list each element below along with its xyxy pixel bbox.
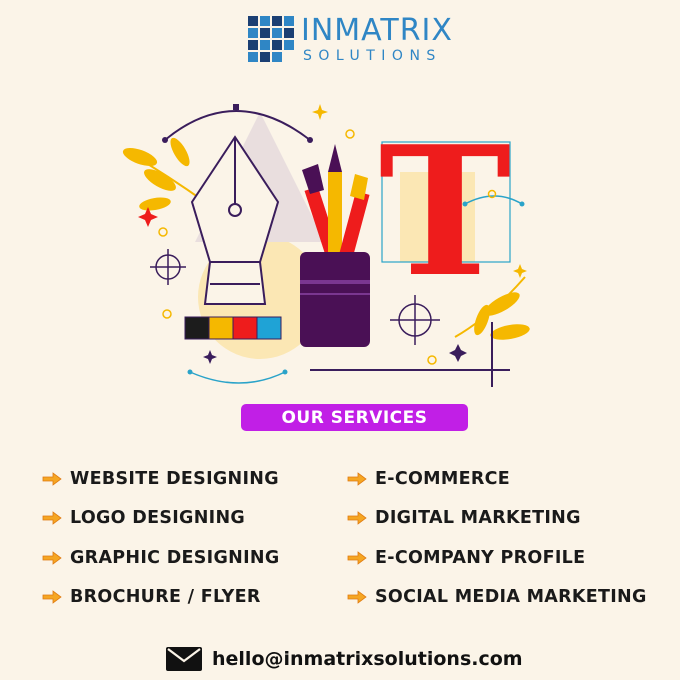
arrow-right-icon: [42, 550, 62, 565]
frame-rect-shape: [381, 141, 511, 263]
arrow-right-icon: [347, 511, 367, 526]
sparkle-icon: [138, 207, 158, 227]
service-item: E-COMPANY PROFILE: [347, 538, 647, 578]
pen-nib-icon: [190, 135, 280, 305]
brand-logo: INMATRIX SOLUTIONS: [248, 14, 458, 64]
service-label: E-COMMERCE: [375, 468, 510, 489]
service-label: BROCHURE / FLYER: [70, 587, 261, 608]
envelope-icon: [166, 647, 202, 671]
design-tools-illustration: T: [122, 104, 530, 387]
arrow-right-icon: [347, 471, 367, 486]
service-item: WEBSITE DESIGNING: [42, 459, 280, 499]
color-swatches: [184, 316, 282, 340]
arrow-right-icon: [42, 471, 62, 486]
bezier-curve-shape: [164, 110, 311, 141]
service-item: SOCIAL MEDIA MARKETING: [347, 578, 647, 618]
brand-tagline: SOLUTIONS: [303, 48, 442, 64]
arrow-right-icon: [347, 590, 367, 605]
service-label: WEBSITE DESIGNING: [70, 468, 279, 489]
crosshair-left-icon: [150, 249, 186, 285]
service-item: GRAPHIC DESIGNING: [42, 538, 280, 578]
letter-t-shape: T: [379, 107, 511, 316]
services-right-list: E-COMMERCE DIGITAL MARKETING E-COMPANY P…: [347, 459, 647, 617]
service-label: LOGO DESIGNING: [70, 508, 246, 529]
logo-grid-icon: [248, 16, 294, 62]
leaf-right-icon: [454, 276, 530, 340]
bg-square-shape: [400, 172, 475, 262]
service-label: E-COMPANY PROFILE: [375, 547, 586, 568]
service-item: BROCHURE / FLYER: [42, 578, 280, 618]
services-heading: OUR SERVICES: [241, 404, 468, 431]
service-label: DIGITAL MARKETING: [375, 508, 581, 529]
service-label: SOCIAL MEDIA MARKETING: [375, 587, 647, 608]
service-item: LOGO DESIGNING: [42, 499, 280, 539]
arrow-right-icon: [42, 511, 62, 526]
contact-email[interactable]: hello@inmatrixsolutions.com: [166, 644, 523, 674]
service-label: GRAPHIC DESIGNING: [70, 547, 280, 568]
service-item: DIGITAL MARKETING: [347, 499, 647, 539]
arrow-right-icon: [347, 550, 367, 565]
brand-name: INMATRIX: [301, 13, 453, 48]
pen-cup-icon: [300, 144, 370, 347]
crosshair-right-icon: [390, 295, 440, 345]
arrow-right-icon: [42, 590, 62, 605]
email-address[interactable]: hello@inmatrixsolutions.com: [212, 648, 523, 670]
services-left-list: WEBSITE DESIGNING LOGO DESIGNING GRAPHIC…: [42, 459, 280, 617]
service-item: E-COMMERCE: [347, 459, 647, 499]
